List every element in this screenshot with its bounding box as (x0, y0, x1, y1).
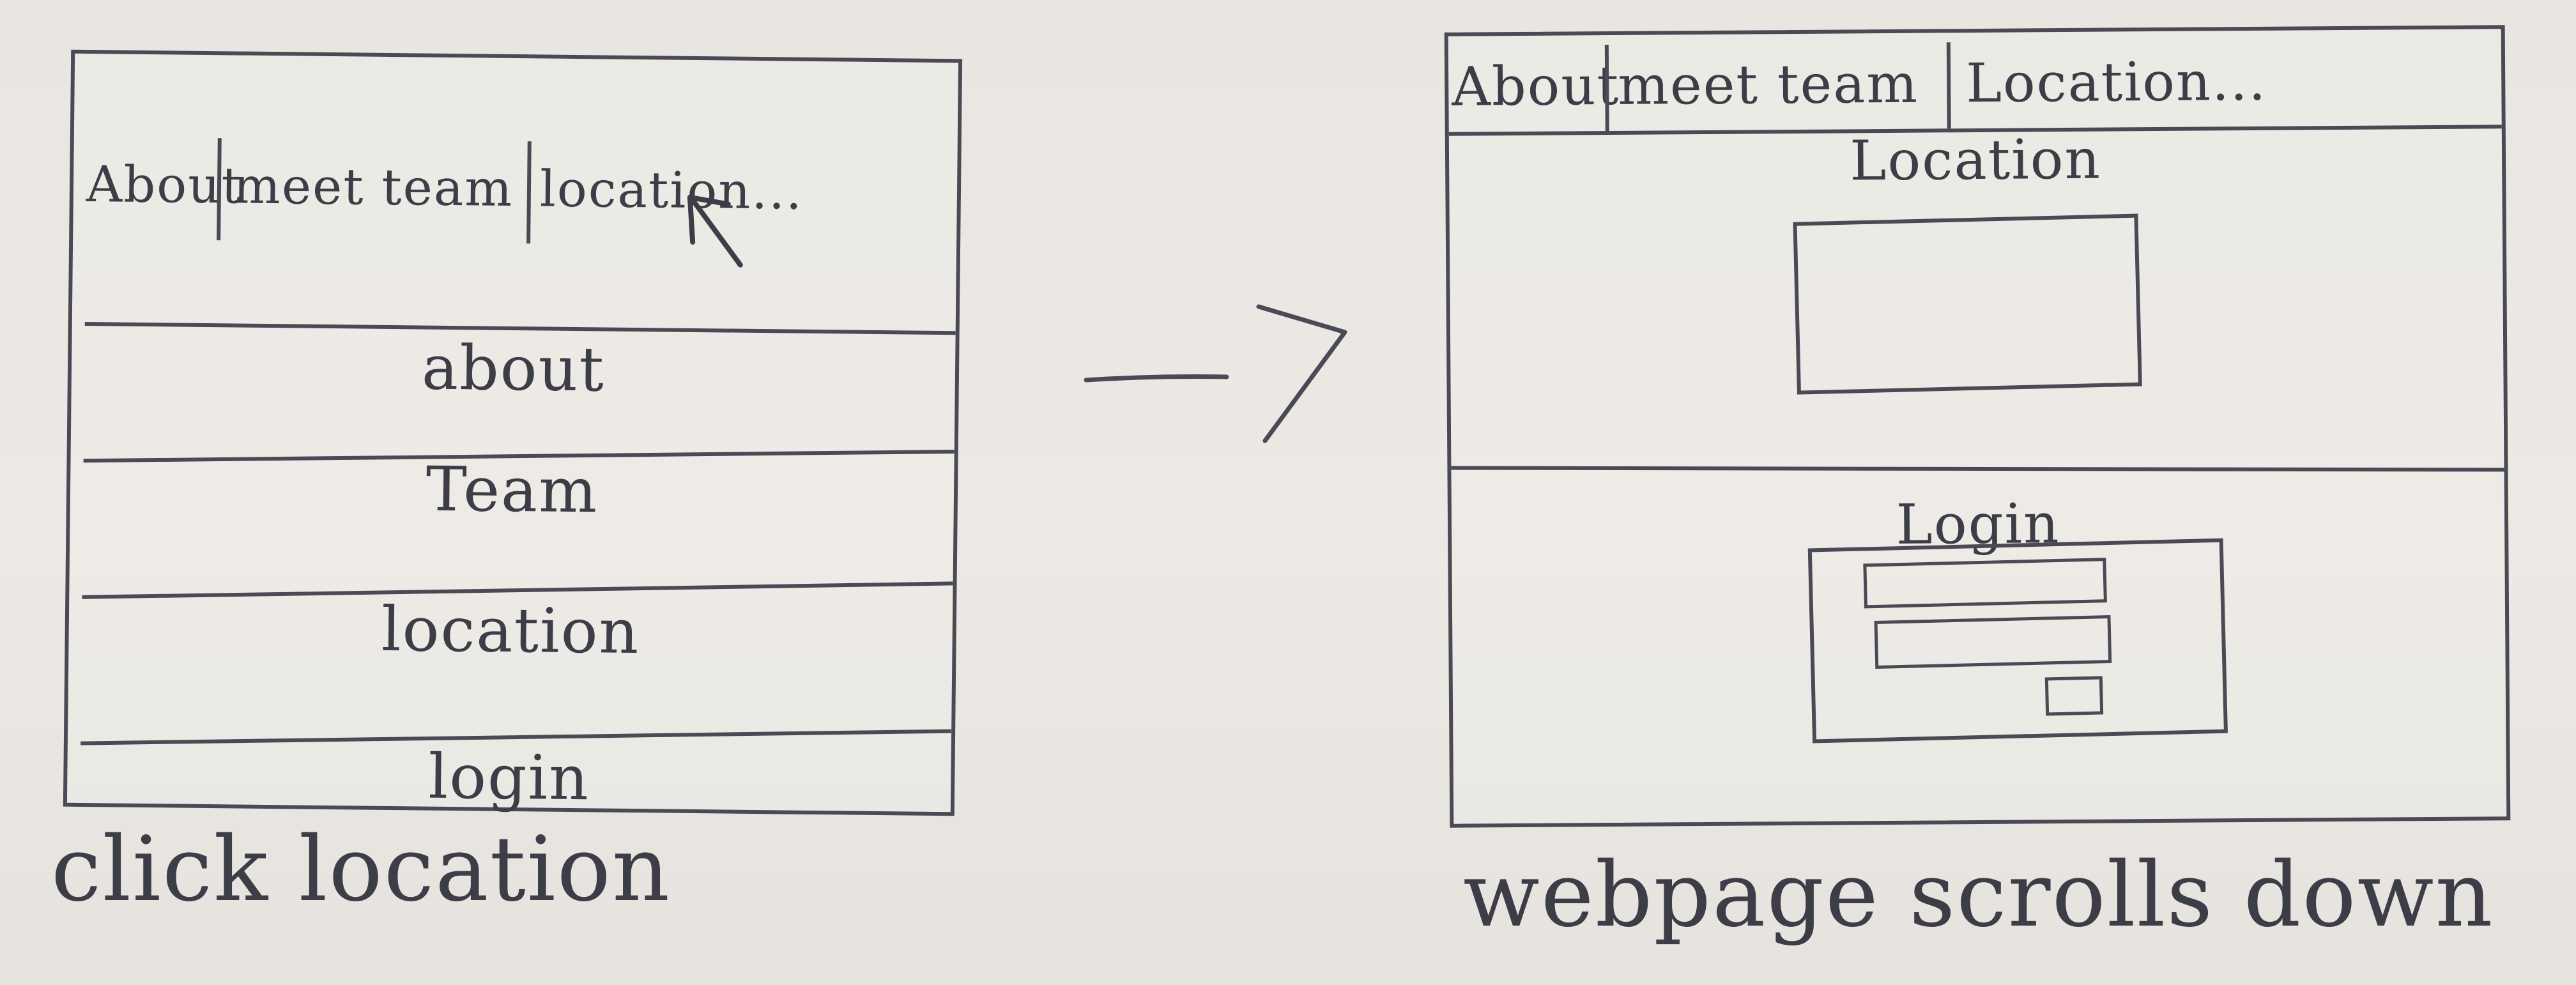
section-location: location (381, 593, 641, 668)
left-nav-divider (217, 138, 222, 241)
right-nav-bar: About meet team Location... (1448, 29, 2502, 136)
right-nav-location[interactable]: Location... (1965, 49, 2267, 115)
right-nav-about[interactable]: About (1451, 54, 1620, 118)
right-nav-meet-team[interactable]: meet team (1617, 52, 1919, 117)
location-map-box (1793, 213, 2142, 395)
login-form-box (1807, 538, 2228, 744)
section-divider (1451, 466, 2504, 472)
login-password-field[interactable] (1874, 615, 2112, 669)
section-about: about (421, 332, 606, 406)
left-nav-divider (526, 141, 532, 244)
arrow-right-icon (1084, 304, 1347, 443)
left-nav-bar: About meet team location... (85, 73, 945, 293)
login-submit-button[interactable] (2044, 676, 2104, 716)
left-wireframe: About meet team location... about Team l… (63, 49, 963, 816)
login-username-field[interactable] (1863, 558, 2107, 609)
cursor-icon (687, 194, 743, 268)
left-caption: click location (51, 818, 671, 922)
right-nav-divider (1604, 45, 1609, 132)
right-nav-divider (1946, 42, 1951, 129)
right-wireframe: About meet team Location... Location Log… (1444, 25, 2511, 828)
section-team: Team (425, 453, 599, 527)
left-nav-location[interactable]: location... (539, 160, 804, 221)
left-nav-meet-team[interactable]: meet team (233, 157, 514, 218)
right-caption: webpage scrolls down (1463, 843, 2494, 947)
left-sections: about Team location login (67, 321, 956, 814)
location-section-title: Location (1849, 127, 2102, 194)
section-login: login (428, 740, 590, 814)
